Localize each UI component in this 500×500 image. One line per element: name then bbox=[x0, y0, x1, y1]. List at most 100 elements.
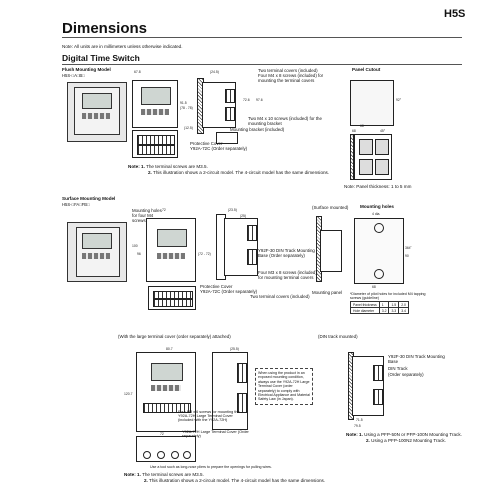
din-term-bottom bbox=[373, 389, 383, 405]
panel-cutout-stack bbox=[354, 134, 392, 180]
flush-side-body bbox=[202, 82, 236, 128]
large-cover-caption: (With the large terminal cover (order se… bbox=[118, 334, 231, 339]
surface-dim-4: (72 - 72) bbox=[198, 252, 211, 256]
flush-note-num-0: Note: 1. bbox=[128, 164, 145, 169]
flush-dim-2: 91.5 bbox=[180, 101, 187, 105]
front-keys bbox=[141, 109, 169, 115]
din-dim-1: 79.5 bbox=[354, 424, 361, 428]
table-cell: 3.3 bbox=[388, 307, 400, 314]
panel-dim-2: 92° bbox=[396, 98, 402, 102]
large-front-terminals bbox=[143, 403, 191, 413]
table-cell: Hole diameter bbox=[350, 307, 380, 314]
surface-product-photo bbox=[67, 222, 127, 282]
surface-side-term-top bbox=[247, 225, 257, 241]
surface-front-lcd bbox=[157, 229, 187, 247]
flush-product-photo bbox=[67, 82, 127, 142]
wire-opening-4 bbox=[183, 451, 191, 459]
surface-dim-2: 100 bbox=[132, 244, 138, 248]
surface-dim-3: 96 bbox=[137, 252, 141, 256]
surface-callout-5: Two terminal covers (included) bbox=[250, 294, 310, 299]
large-note-num-1: 2. bbox=[144, 478, 148, 484]
flush-callout-5: Y92A-72C (Order separately) bbox=[190, 146, 248, 151]
flush-dim-6: (12.5) bbox=[184, 126, 193, 130]
flush-title: Flush Mounting Model bbox=[62, 67, 111, 72]
din-callout-2: (Order separately) bbox=[388, 372, 424, 377]
din-dim-0: 71.5 bbox=[356, 418, 363, 422]
holes-dim-1: 68 bbox=[372, 285, 376, 289]
subsection-title: Digital Time Switch bbox=[62, 53, 140, 63]
surface-front-keys bbox=[157, 253, 185, 259]
surface-front-drawing bbox=[146, 218, 196, 282]
flush-callout-1: Four M4 x 8 screws (included) for mounti… bbox=[258, 73, 324, 83]
table-cell: 3.4 bbox=[398, 307, 409, 314]
din-notes: Note: 1. Using a PFP-50N or PFP-100N Mou… bbox=[346, 432, 476, 444]
holes-template bbox=[354, 218, 404, 284]
din-note-num-0: Note: 1. bbox=[346, 432, 363, 437]
surface-bottom-terminals-2 bbox=[153, 299, 193, 307]
flush-dim-4: 72.6 bbox=[243, 98, 250, 102]
large-side-term-top bbox=[237, 363, 247, 383]
panel-note: Note: Panel thickness: 1 to 5 mm bbox=[344, 184, 412, 189]
panel-title: Panel Cutout bbox=[352, 67, 381, 72]
photo-lcd bbox=[82, 93, 112, 109]
holes-caption-left: (Surface mounted) bbox=[312, 205, 349, 210]
wire-opening-1 bbox=[143, 451, 151, 459]
flush-note-0: The terminal screws are M3.5. bbox=[146, 164, 208, 169]
bottom-terminals-2 bbox=[137, 145, 175, 155]
surface-side-term-bottom bbox=[247, 249, 257, 265]
holes-mount-panel: Mounting panel bbox=[312, 290, 343, 295]
side-terminal-bottom bbox=[225, 107, 235, 121]
din-term-top bbox=[373, 365, 383, 381]
flush-dim-5: 97.6 bbox=[256, 98, 263, 102]
bottom-terminals bbox=[137, 135, 175, 145]
flush-bracket bbox=[216, 132, 238, 144]
large-note-1: This illustration shows a 2-circuit mode… bbox=[149, 478, 326, 484]
flush-model: H5S-□A□B□ bbox=[62, 73, 85, 78]
panel-box-3 bbox=[359, 159, 373, 175]
large-side-term-bottom bbox=[237, 393, 247, 413]
flush-note-1: This illustration shows a 2-circuit mode… bbox=[153, 170, 330, 176]
din-callout-0: Y92F-30 DIN Track Mounting Base bbox=[388, 354, 445, 364]
panel-dim-3: 45° bbox=[380, 129, 386, 133]
large-side-drawing bbox=[212, 352, 248, 430]
flush-notes: Note: 1. The terminal screws are M3.5. 2… bbox=[128, 164, 338, 176]
flush-callout-0: Two terminal covers (included) bbox=[258, 68, 318, 73]
front-lcd bbox=[141, 87, 171, 105]
photo-keys bbox=[82, 113, 110, 119]
panel-side-edge bbox=[350, 134, 354, 180]
panel-cutout-single bbox=[350, 80, 394, 126]
din-note-num-1: 2. bbox=[366, 438, 370, 444]
din-note-0: Using a PFP-50N or PFP-100N Mounting Tra… bbox=[364, 432, 462, 437]
large-dim-1: (25.5) bbox=[230, 347, 239, 351]
panel-box-2 bbox=[375, 139, 389, 155]
large-callout-2: Use a tool such as long-nose pliers to p… bbox=[150, 465, 272, 469]
surface-bottom-terminals bbox=[153, 291, 193, 299]
flush-front-drawing bbox=[132, 80, 178, 128]
flush-callout-3: Mounting bracket (included) bbox=[230, 127, 285, 132]
flush-callout-4: Protective Cover bbox=[190, 141, 223, 146]
din-callout-1: DIN Track bbox=[388, 366, 408, 371]
table-cell: 3.2 bbox=[378, 307, 390, 314]
large-dim-2: 120.7 bbox=[124, 392, 133, 396]
large-front-keys bbox=[151, 385, 181, 391]
holes-dim-3: 90 bbox=[405, 254, 409, 258]
side-terminal-top bbox=[225, 89, 235, 103]
table-row: Hole diameter 3.2 3.3 3.4 bbox=[350, 307, 409, 314]
large-dim-0: 80.7 bbox=[166, 347, 173, 351]
large-note-0: The terminal screws are M3.5. bbox=[142, 472, 204, 477]
holes-dim-2: 36±̅ bbox=[405, 246, 411, 250]
page-title: Dimensions bbox=[62, 20, 148, 37]
surface-callout-0: Mounting holes for four M4 screws bbox=[132, 208, 162, 223]
large-note-num-0: Note: 1. bbox=[124, 472, 141, 477]
large-notes: Note: 1. The terminal screws are M3.5. 2… bbox=[124, 472, 344, 484]
large-dim-3: 72 bbox=[160, 432, 164, 436]
hole-top bbox=[374, 223, 384, 233]
units-note: Note: All units are in millimeters unles… bbox=[62, 44, 183, 49]
flush-callout-2: Two M4 x 10 screws (included) for the mo… bbox=[248, 116, 322, 126]
surface-model: H5S-□FA□FB□ bbox=[62, 202, 90, 207]
surface-callout-1: Y92F-30 DIN Track Mounting Base (Order s… bbox=[258, 248, 315, 258]
large-boxnote: When using the product in an exposed mou… bbox=[255, 368, 313, 405]
wire-opening-2 bbox=[157, 451, 165, 459]
din-caption: (DIN track mounted) bbox=[318, 334, 358, 339]
large-callout-0: Four M3 x 6 screws for mounting the Y92A… bbox=[178, 410, 240, 422]
